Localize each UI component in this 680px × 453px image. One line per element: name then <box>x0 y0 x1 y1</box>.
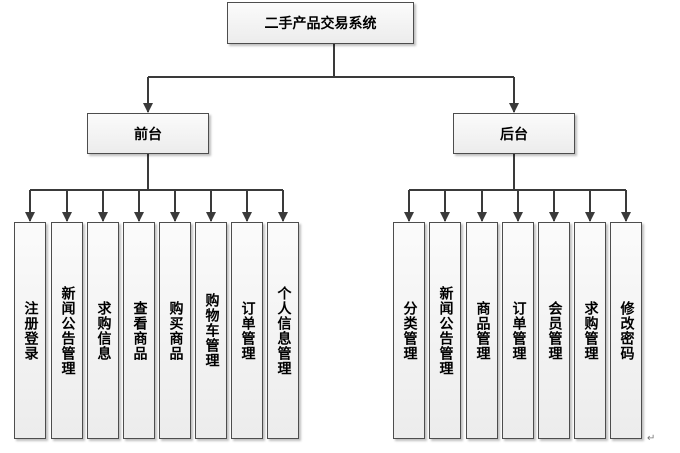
backend-leaf-member-management: 会员管理 <box>538 222 570 439</box>
backend-leaf-wanted-management: 求购管理 <box>574 222 606 439</box>
frontend-leaf-news-management: 新闻公告管理 <box>51 222 83 439</box>
backend-leaf-news-management: 新闻公告管理 <box>429 222 461 439</box>
frontend-leaf-register-login: 注册登录 <box>14 222 46 439</box>
frontend-leaf-profile-management: 个人信息管理 <box>267 222 299 439</box>
backend-leaf-change-password: 修改密码 <box>610 222 642 439</box>
frontend-leaf-wanted-info: 求购信息 <box>87 222 119 439</box>
frontend-node: 前台 <box>87 113 209 154</box>
backend-leaf-order-management: 订单管理 <box>502 222 534 439</box>
frontend-leaf-cart-management: 购物车管理 <box>195 222 227 439</box>
root-node: 二手产品交易系统 <box>227 2 414 44</box>
backend-leaf-category-management: 分类管理 <box>393 222 425 439</box>
paragraph-return-mark: ↵ <box>647 433 656 444</box>
backend-leaf-product-management: 商品管理 <box>466 222 498 439</box>
frontend-leaf-buy-products: 购买商品 <box>159 222 191 439</box>
backend-node: 后台 <box>453 113 575 154</box>
frontend-leaf-order-management: 订单管理 <box>231 222 263 439</box>
frontend-leaf-view-products: 查看商品 <box>123 222 155 439</box>
